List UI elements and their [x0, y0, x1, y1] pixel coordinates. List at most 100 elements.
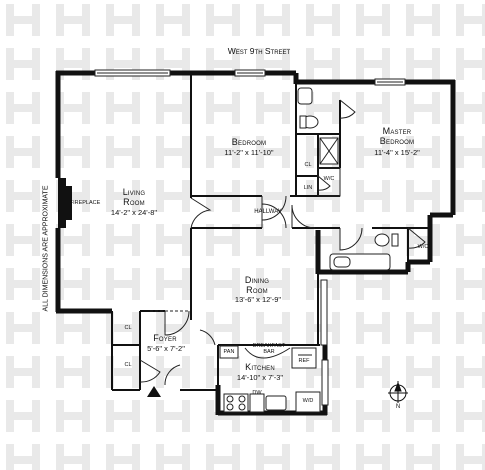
wic-label-2: W/C — [417, 244, 429, 250]
watermark-h-mark — [356, 312, 390, 344]
watermark-h-mark — [6, 312, 40, 344]
closet-label-1: CL — [304, 162, 312, 168]
watermark-h-mark — [256, 356, 290, 388]
watermark-h-mark — [56, 356, 90, 388]
watermark-h-mark — [156, 400, 190, 432]
watermark-h-mark — [206, 224, 240, 256]
watermark-h-mark — [56, 312, 90, 344]
pantry-label: PAN — [223, 349, 235, 355]
watermark-h-mark — [306, 400, 340, 432]
dining-room-dim: 13'-6" x 12'-9" — [234, 295, 282, 304]
watermark-h-mark — [456, 444, 485, 470]
watermark-h-mark — [406, 48, 440, 80]
watermark-h-mark — [6, 224, 40, 256]
pantry-box — [219, 345, 239, 359]
watermark-h-mark — [306, 444, 340, 470]
watermark-h-mark — [256, 224, 290, 256]
watermark-h-mark — [306, 92, 340, 124]
watermark-h-mark — [256, 268, 290, 300]
watermark-h-mark — [106, 136, 140, 168]
watermark-h-mark — [256, 48, 290, 80]
watermark-h-mark — [106, 356, 140, 388]
watermark-h-mark — [106, 224, 140, 256]
watermark-h-mark — [456, 180, 485, 212]
refrigerator-icon — [291, 347, 317, 369]
watermark-h-mark — [6, 180, 40, 212]
watermark-h-mark — [456, 356, 485, 388]
washer-dryer-box — [295, 391, 321, 413]
bedroom-dim: 11'-2" x 11'-10" — [224, 148, 274, 157]
watermark-h-mark — [156, 48, 190, 80]
watermark-h-mark — [406, 400, 440, 432]
north-label: N — [395, 404, 401, 410]
watermark-h-mark — [456, 268, 485, 300]
watermark-h-mark — [256, 444, 290, 470]
watermark-h-mark — [6, 136, 40, 168]
watermark-h-mark — [6, 48, 40, 80]
watermark-h-mark — [156, 92, 190, 124]
watermark-h-mark — [256, 92, 290, 124]
watermark-h-mark — [6, 356, 40, 388]
watermark-h-mark — [206, 268, 240, 300]
watermark-h-mark — [256, 312, 290, 344]
fireplace-label: FIREPLACE — [69, 200, 101, 206]
watermark-h-mark — [406, 92, 440, 124]
kitchen-title: Kitchen — [245, 362, 275, 372]
closet-label-2: CL — [124, 325, 132, 331]
watermark-h-mark — [456, 400, 485, 432]
entry-triangle-icon — [147, 386, 161, 397]
watermark-h-mark — [256, 400, 290, 432]
watermark-h-mark — [156, 136, 190, 168]
wd-label: W/D — [302, 398, 314, 404]
watermark-h-mark — [106, 180, 140, 212]
watermark-h-mark — [156, 444, 190, 470]
watermark-h-mark — [406, 444, 440, 470]
watermark-h-mark — [356, 92, 390, 124]
foyer-title: Foyer — [153, 333, 177, 343]
watermark-h-mark — [206, 92, 240, 124]
watermark-h-mark — [106, 312, 140, 344]
watermark-h-mark — [156, 4, 190, 36]
watermark-h-mark — [256, 136, 290, 168]
watermark-h-mark — [456, 312, 485, 344]
watermark-h-mark — [206, 356, 240, 388]
watermark-h-mark — [256, 4, 290, 36]
watermark-h-mark — [406, 4, 440, 36]
north-arrow-icon — [388, 381, 408, 403]
watermark-h-mark — [406, 356, 440, 388]
watermark-h-mark — [406, 136, 440, 168]
watermark-h-mark — [456, 4, 485, 36]
kitchen-dim: 14'-10" x 7'-3" — [236, 373, 284, 382]
watermark-h-mark — [6, 92, 40, 124]
watermark-h-mark — [356, 268, 390, 300]
kitchen-sink-icon — [265, 395, 287, 411]
toilet-icon-2 — [374, 233, 390, 247]
watermark-h-mark — [6, 268, 40, 300]
wic-label-1: W/C — [323, 176, 335, 182]
watermark-h-mark — [206, 48, 240, 80]
watermark-h-mark — [56, 48, 90, 80]
watermark-h-mark — [156, 224, 190, 256]
watermark-h-mark — [106, 92, 140, 124]
dishwasher-box — [249, 393, 265, 413]
watermark-h-mark — [206, 444, 240, 470]
foyer-dim: 5'-6" x 7'-2" — [147, 344, 185, 353]
dimensions-note: ALL DIMENSIONS ARE APPROXIMATE — [42, 185, 50, 312]
closet-label-3: CL — [124, 362, 132, 368]
linen-label: LIN — [303, 185, 313, 191]
living-room-dim: 14'-2" x 24'-8" — [110, 208, 158, 217]
watermark-h-mark — [106, 4, 140, 36]
fixtures — [219, 87, 399, 413]
watermark-h-mark — [356, 4, 390, 36]
watermark-h-mark — [456, 136, 485, 168]
bedroom-title: Bedroom — [231, 137, 267, 147]
watermark-h-mark — [156, 312, 190, 344]
watermark-h-mark — [306, 4, 340, 36]
doors — [139, 99, 426, 386]
watermark-h-mark — [456, 224, 485, 256]
